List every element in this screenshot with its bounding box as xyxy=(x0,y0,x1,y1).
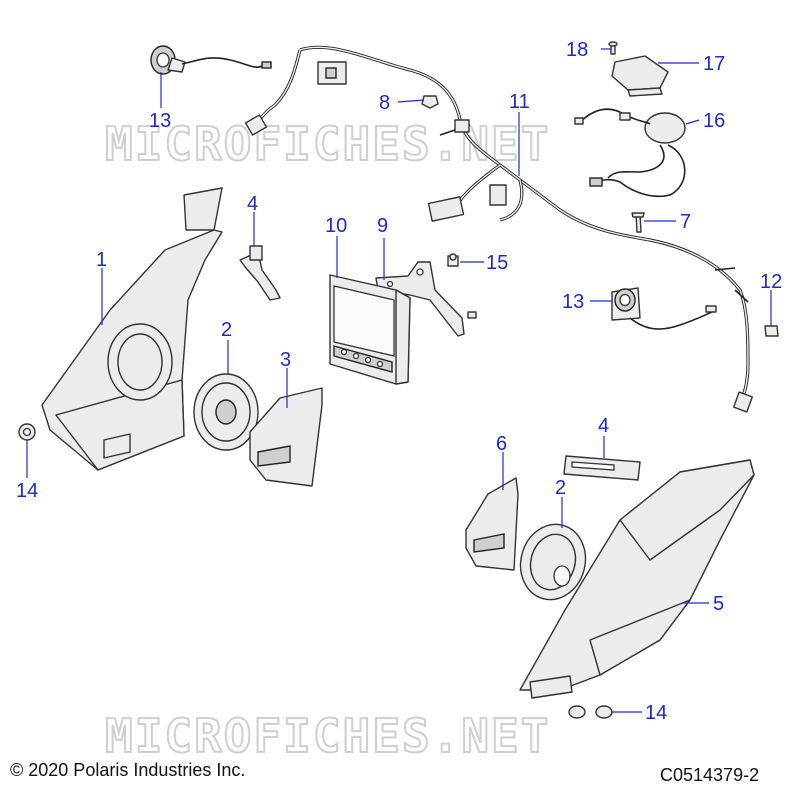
callout-11: 11 xyxy=(509,91,530,113)
leader-lines xyxy=(26,48,772,713)
callout-10: 10 xyxy=(325,215,347,237)
callout-14-left: 14 xyxy=(16,480,38,502)
part-wire-harness xyxy=(244,45,754,413)
part-grommets-lower-14 xyxy=(568,705,613,719)
part-display-10 xyxy=(329,274,411,385)
callout-4-upper: 4 xyxy=(247,193,258,215)
part-speaker-lower-2 xyxy=(519,523,587,601)
callout-16: 16 xyxy=(703,110,725,132)
callout-2-upper: 2 xyxy=(221,319,232,341)
callout-13-top: 13 xyxy=(149,110,171,132)
part-tweeter-top xyxy=(150,45,272,75)
figure-code: C0514379-2 xyxy=(660,765,760,785)
callout-8: 8 xyxy=(379,92,390,114)
callout-15: 15 xyxy=(486,252,508,274)
part-pod-right-5 xyxy=(519,459,755,699)
callout-17: 17 xyxy=(703,53,725,75)
part-clip-8 xyxy=(421,95,439,109)
callout-5: 5 xyxy=(713,593,724,615)
part-16 xyxy=(574,108,686,198)
watermark-top: MICROFICHES.NET xyxy=(105,117,550,171)
callout-2-lower: 2 xyxy=(555,477,566,499)
part-grommet-left-14 xyxy=(18,423,36,441)
callout-6: 6 xyxy=(496,433,507,455)
part-bracket-4-upper xyxy=(239,245,281,301)
callout-13-right: 13 xyxy=(562,291,584,313)
callout-7: 7 xyxy=(680,211,691,233)
callout-3: 3 xyxy=(280,349,291,371)
part-screw-15 xyxy=(447,253,459,267)
watermark-bottom: MICROFICHES.NET xyxy=(105,709,550,763)
part-bracket-4-lower xyxy=(563,455,641,481)
copyright-notice: © 2020 Polaris Industries Inc. xyxy=(10,760,246,780)
part-tie-7 xyxy=(631,212,645,233)
part-screw-18 xyxy=(608,41,618,55)
part-pod-left-1 xyxy=(41,187,223,471)
callout-12: 12 xyxy=(760,271,782,293)
callout-9: 9 xyxy=(377,215,388,237)
part-grille-6 xyxy=(465,477,519,571)
part-grille-3 xyxy=(249,387,323,487)
part-clip-12 xyxy=(764,325,779,337)
callout-1: 1 xyxy=(96,249,107,271)
callout-4-lower: 4 xyxy=(598,415,609,437)
callout-18: 18 xyxy=(566,39,588,61)
callout-14-lower: 14 xyxy=(645,702,667,724)
part-module-17 xyxy=(611,55,669,97)
part-tweeter-right xyxy=(611,287,717,330)
part-speaker-upper-2 xyxy=(193,373,259,451)
